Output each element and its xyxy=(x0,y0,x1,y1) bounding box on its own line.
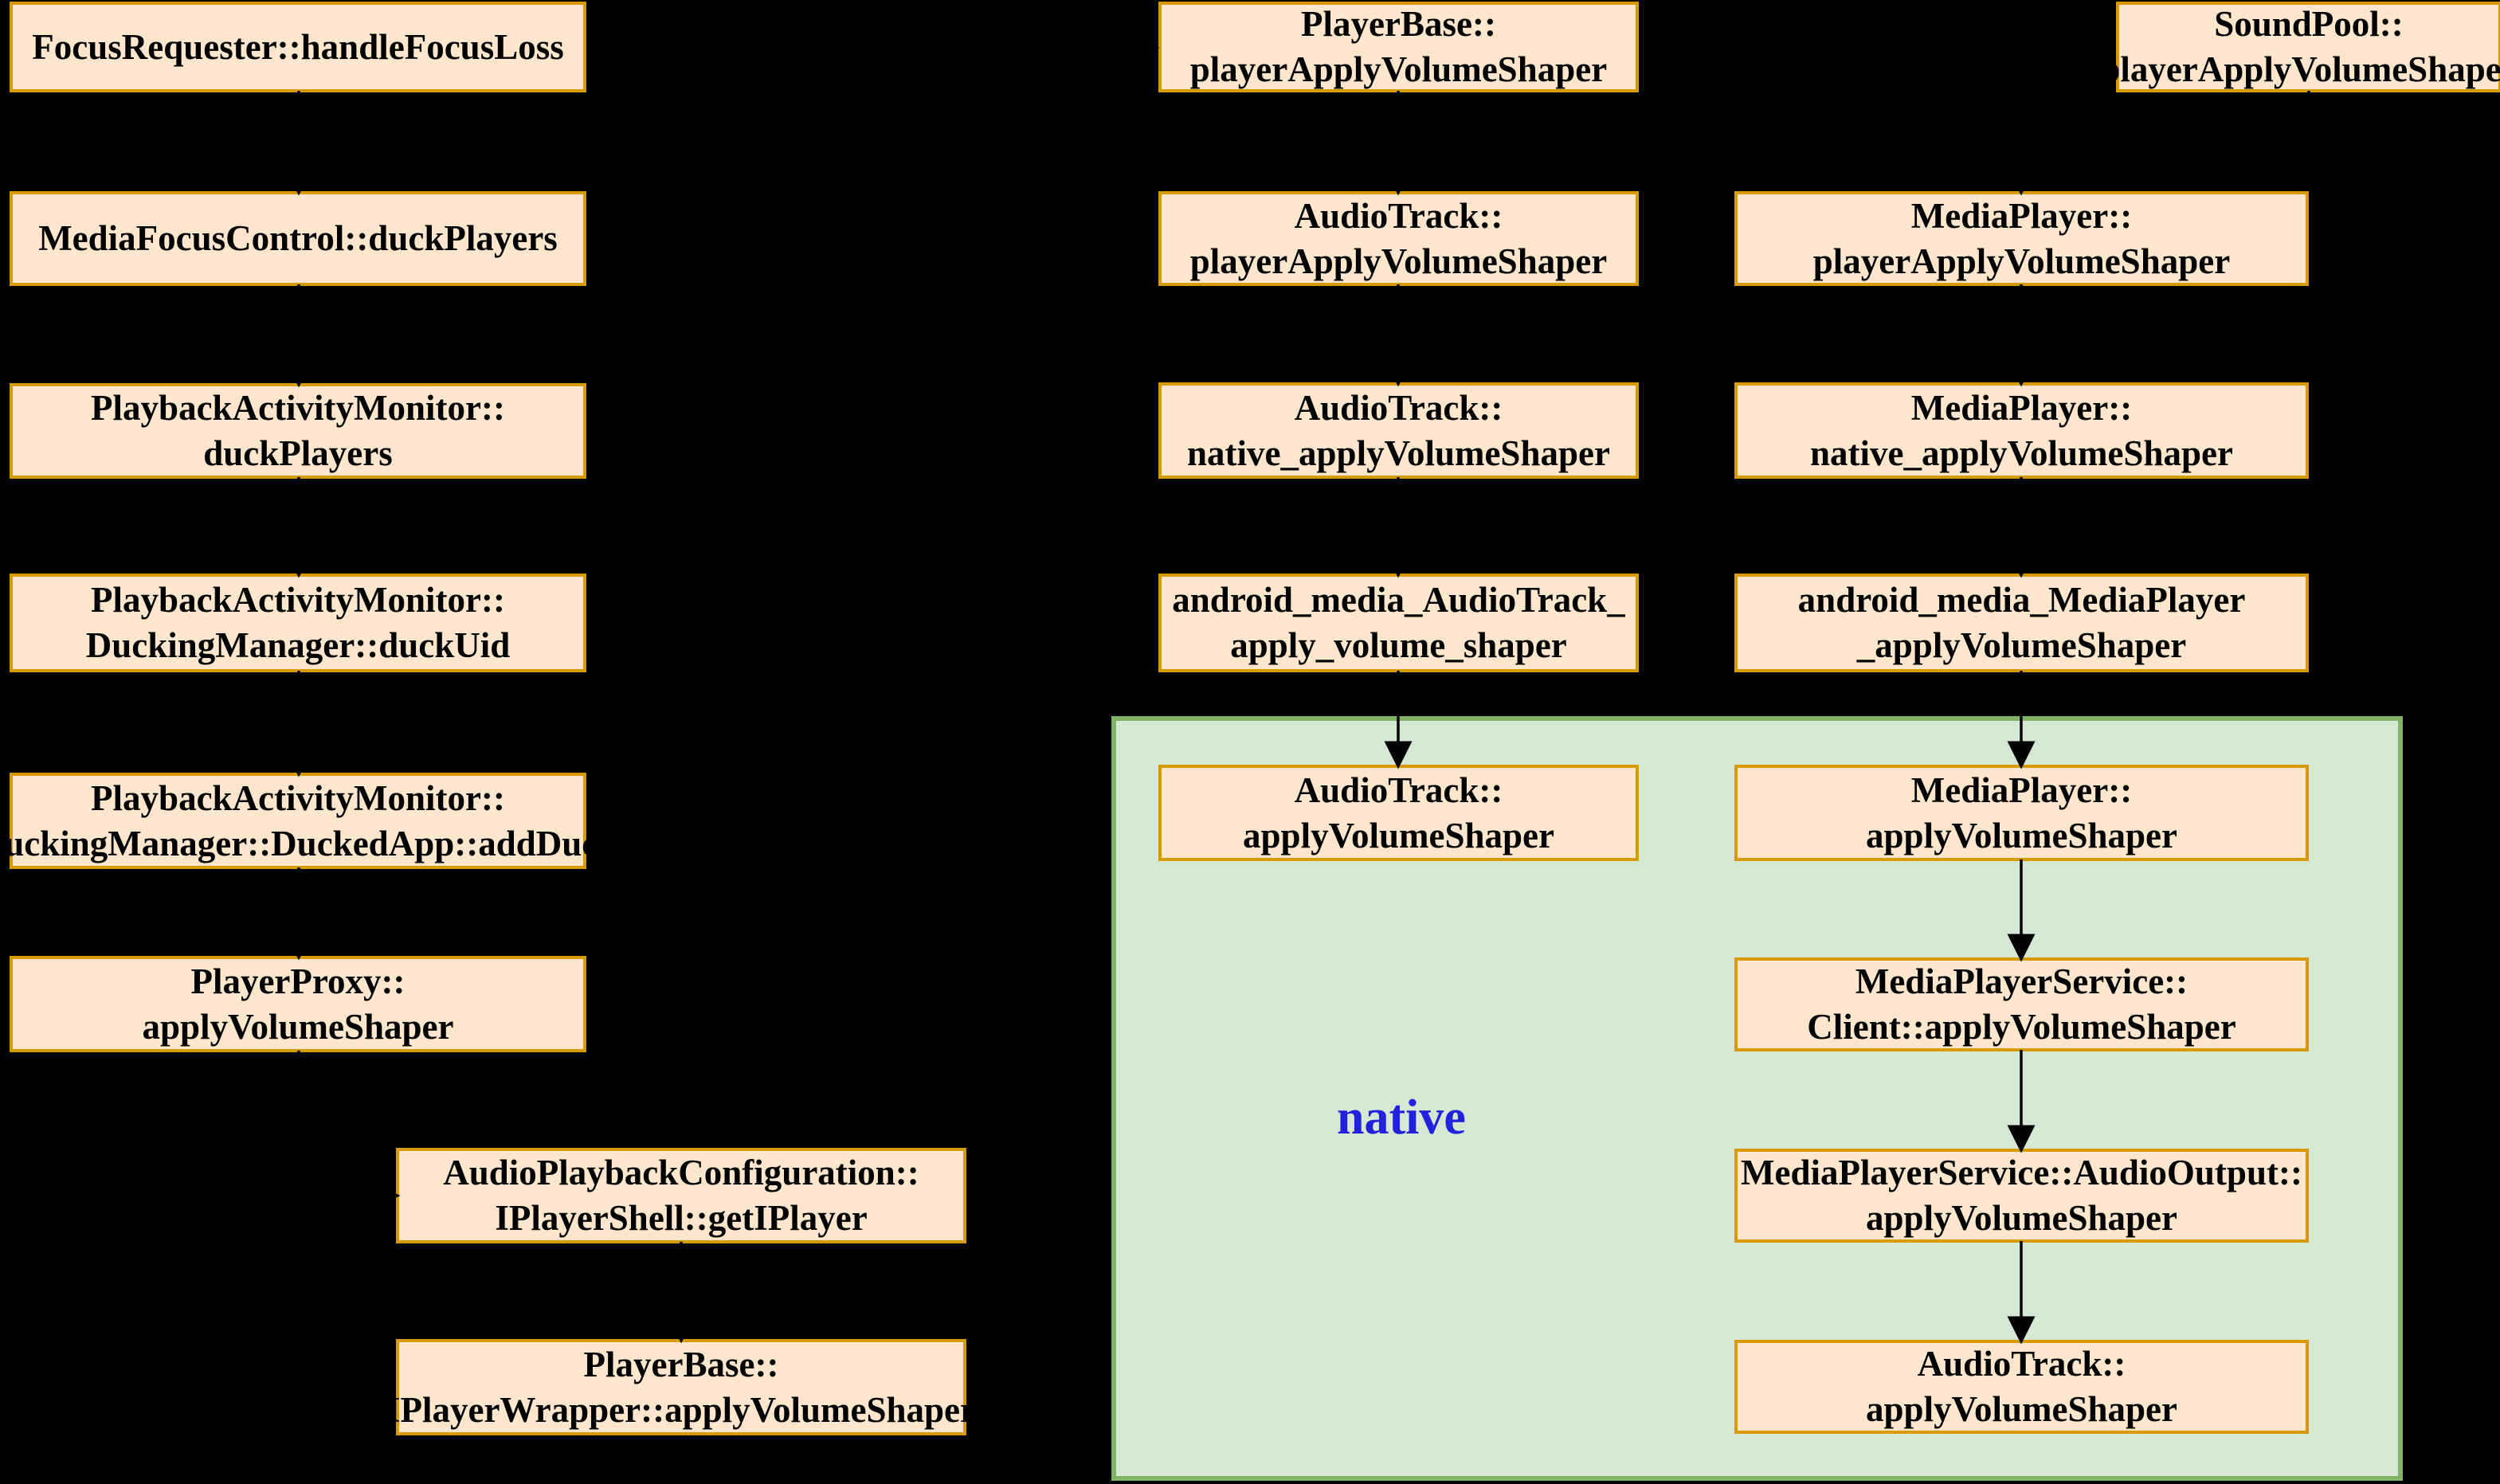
node-playerbase-playerapplyvolumeshaper: PlayerBase::playerApplyVolumeShaper xyxy=(1158,2,1639,92)
node-label: PlaybackActivityMonitor:: xyxy=(91,580,505,620)
node-label: native_applyVolumeShaper xyxy=(1810,433,2233,473)
node-audioplaybackconfiguration-iplayershell-getiplayer: AudioPlaybackConfiguration::IPlayerShell… xyxy=(396,1148,966,1243)
node-label: android_media_AudioTrack_ xyxy=(1172,580,1625,620)
node-label: AudioPlaybackConfiguration:: xyxy=(443,1153,919,1192)
node-label: MediaPlayerService:: xyxy=(1855,961,2188,1001)
node-mediaplayerservice-audiooutput-applyvolumeshaper: MediaPlayerService::AudioOutput::applyVo… xyxy=(1734,1149,2309,1243)
node-label: FocusRequester::handleFocusLoss xyxy=(32,26,564,67)
node-mediaplayer-playerapplyvolumeshaper: MediaPlayer::playerApplyVolumeShaper xyxy=(1734,191,2309,286)
node-label: PlayerProxy:: xyxy=(190,961,406,1001)
node-label: playerApplyVolumeShaper xyxy=(2100,49,2500,89)
node-label: DuckingManager::duckUid xyxy=(85,625,511,665)
node-mediaplayer-applyvolumeshaper-native: MediaPlayer::applyVolumeShaper xyxy=(1734,765,2309,861)
node-label: AudioTrack:: xyxy=(1294,387,1503,428)
node-label: android_media_MediaPlayer xyxy=(1797,580,2246,620)
node-label: DuckingManager::DuckedApp::addDuck xyxy=(0,823,618,863)
node-audiotrack-applyvolumeshaper-native: AudioTrack::applyVolumeShaper xyxy=(1158,765,1639,861)
node-label: duckPlayers xyxy=(203,433,393,473)
edge-playerproxy-to-audioplaybackconfiguration xyxy=(297,1051,401,1210)
node-label: IPlayerWrapper::applyVolumeShaper xyxy=(386,1389,977,1430)
node-label: applyVolumeShaper xyxy=(1866,815,2177,856)
node-mediaplayer-native-applyvolumeshaper: MediaPlayer::native_applyVolumeShaper xyxy=(1734,382,2309,479)
node-label: IPlayerShell::getIPlayer xyxy=(495,1198,868,1238)
node-label: playerApplyVolumeShaper xyxy=(1189,49,1608,89)
node-playbackactivitymonitor-duckingmanager-duckuid: PlaybackActivityMonitor::DuckingManager:… xyxy=(10,574,586,672)
node-label: playerApplyVolumeShaper xyxy=(1812,241,2231,281)
node-audiotrack-native-applyvolumeshaper: AudioTrack::native_applyVolumeShaper xyxy=(1158,382,1639,479)
node-audiotrack-applyvolumeshaper-bottom: AudioTrack::applyVolumeShaper xyxy=(1734,1340,2309,1434)
node-mediafocuscontrol-duckplayers: MediaFocusControl::duckPlayers xyxy=(10,191,586,286)
node-label: AudioTrack:: xyxy=(1294,769,1503,810)
node-label: native_applyVolumeShaper xyxy=(1187,433,1610,473)
node-playbackactivitymonitor-duckedapp-addduck: PlaybackActivityMonitor::DuckingManager:… xyxy=(0,773,617,869)
node-soundpool-playerapplyvolumeshaper: SoundPool::playerApplyVolumeShaper xyxy=(2100,2,2500,92)
node-label: MediaPlayer:: xyxy=(1910,769,2133,810)
node-playerbase-iplayerwrapper-applyvolumeshaper: PlayerBase::IPlayerWrapper::applyVolumeS… xyxy=(386,1339,976,1435)
node-label: AudioTrack:: xyxy=(1294,195,1503,236)
node-label: applyVolumeShaper xyxy=(142,1006,454,1047)
node-label: apply_volume_shaper xyxy=(1230,625,1567,665)
node-playerproxy-applyvolumeshaper: PlayerProxy::applyVolumeShaper xyxy=(10,956,586,1052)
node-label: Client::applyVolumeShaper xyxy=(1807,1007,2236,1047)
node-label: PlayerBase:: xyxy=(1301,4,1496,44)
node-label: applyVolumeShaper xyxy=(1866,1389,2177,1429)
node-label: PlaybackActivityMonitor:: xyxy=(91,777,505,818)
node-label: SoundPool:: xyxy=(2214,4,2404,44)
native-label: native xyxy=(1337,1090,1466,1145)
node-label: MediaPlayer:: xyxy=(1910,195,2133,236)
node-mediaplayerservice-client-applyvolumeshaper: MediaPlayerService::Client::applyVolumeS… xyxy=(1734,957,2309,1051)
node-android-media-audiotrack-apply-volume-shaper: android_media_AudioTrack_ apply_volume_sh… xyxy=(1158,574,1639,672)
node-focus-requester-handlefocusloss: FocusRequester::handleFocusLoss xyxy=(10,2,586,92)
node-label: applyVolumeShaper xyxy=(1243,815,1554,856)
node-label: PlaybackActivityMonitor:: xyxy=(91,388,505,428)
node-label: PlayerBase:: xyxy=(583,1344,779,1384)
node-label: playerApplyVolumeShaper xyxy=(1189,241,1608,281)
node-label: _applyVolumeShaper xyxy=(1856,625,2187,665)
node-playbackactivitymonitor-duckplayers: PlaybackActivityMonitor::duckPlayers xyxy=(10,383,586,479)
node-label: AudioTrack:: xyxy=(1917,1344,2126,1384)
edge-soundpool-to-mediaplayer-playerapply xyxy=(2007,91,2310,196)
node-android-media-mediaplayer-applyvolumeshaper: android_media_MediaPlayer _applyVolumeSha… xyxy=(1734,574,2309,672)
node-audiotrack-playerapplyvolumeshaper: AudioTrack::playerApplyVolumeShaper xyxy=(1158,191,1639,286)
node-label: MediaPlayer:: xyxy=(1910,387,2133,428)
node-label: MediaPlayerService::AudioOutput:: xyxy=(1741,1153,2302,1192)
node-label: MediaFocusControl::duckPlayers xyxy=(38,218,558,258)
node-label: applyVolumeShaper xyxy=(1866,1198,2177,1238)
